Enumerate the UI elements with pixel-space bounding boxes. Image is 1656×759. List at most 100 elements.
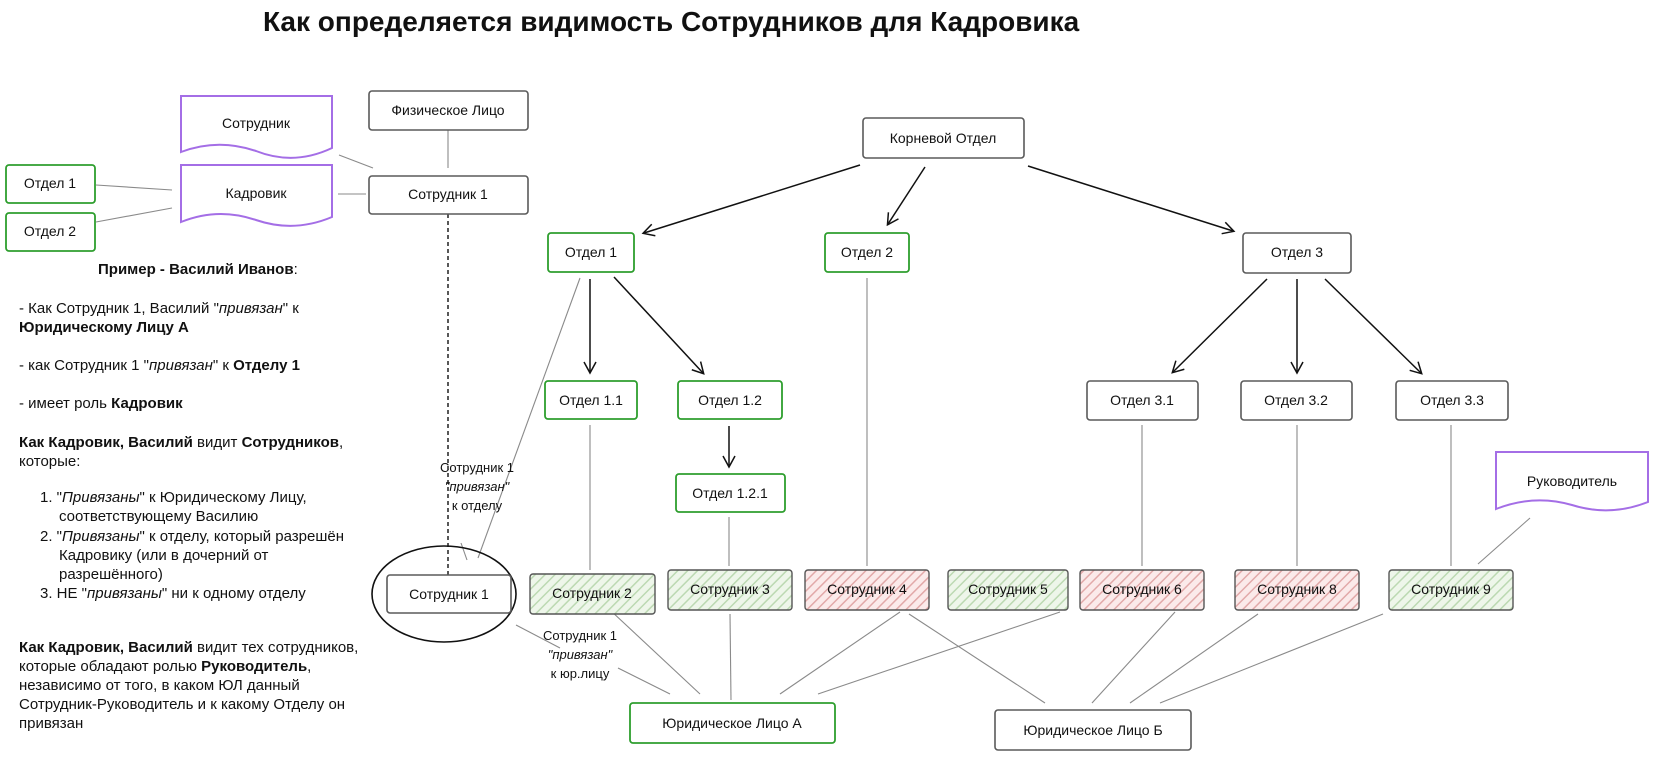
node-fiz-lico-label: Физическое Лицо (391, 102, 504, 118)
list-item-2-line3: разрешённого) (59, 566, 163, 583)
role-rukovoditel-label: Руководитель (1527, 473, 1617, 489)
connector-rukovoditel-s9 (1477, 517, 1531, 565)
node-left-sotrudnik1-label: Сотрудник 1 (408, 186, 488, 202)
node-otdel33[interactable]: Отдел 3.3 (1395, 380, 1509, 421)
role-kadrovik-shape (180, 164, 333, 227)
employee-sotrudnik8-box (1234, 569, 1360, 611)
node-otdel3[interactable]: Отдел 3 (1242, 232, 1352, 274)
role-kadrovik[interactable]: Кадровик (180, 164, 333, 227)
list-item-2-line2: Кадровику (или в дочерний от (59, 547, 269, 564)
arrows (583, 164, 1423, 469)
node-otdel11[interactable]: Отдел 1.1 (544, 380, 638, 420)
explanation-block: Пример - Василий Иванов: - Как Сотрудник… (19, 261, 358, 732)
employee-sotrudnik8[interactable]: Сотрудник 8 (1234, 569, 1360, 611)
node-otdel31-label: Отдел 3.1 (1110, 392, 1174, 408)
point3-line: - имеет роль Кадровик (19, 395, 183, 412)
employee-sotrudnik9-box (1388, 569, 1514, 611)
node-otdel2-label: Отдел 2 (841, 244, 893, 260)
node-otdel3-box (1242, 232, 1352, 274)
node-otdel1[interactable]: Отдел 1 (547, 232, 635, 273)
node-otdel11-box (544, 380, 638, 420)
role-sotrudnik-label: Сотрудник (222, 115, 291, 131)
point2-line: - как Сотрудник 1 "привязан" к Отделу 1 (19, 357, 300, 374)
connector-s1-jurA-a (515, 624, 561, 649)
role-rukovoditel[interactable]: Руководитель (1495, 451, 1649, 512)
employee-sotrudnik9[interactable]: Сотрудник 9 (1388, 569, 1514, 611)
node-otdel12[interactable]: Отдел 1.2 (677, 380, 783, 420)
arrow-otdel3-otdel33 (1324, 278, 1423, 375)
point1-text-b: " к (283, 300, 299, 317)
visibility2-line5: привязан (19, 715, 83, 732)
node-root-otdel-label: Корневой Отдел (890, 130, 997, 146)
visibility1-bold1: Как Кадровик, Василий (19, 434, 193, 451)
point2-text-b: " к (213, 357, 233, 374)
point1-line1: - Как Сотрудник 1, Василий "привязан" к (19, 300, 299, 317)
connector-s4-jurB (908, 613, 1046, 704)
node-left-sotrudnik1[interactable]: Сотрудник 1 (368, 175, 529, 215)
node-otdel33-box (1395, 380, 1509, 421)
list-item-2-line1: 2. "Привязаны" к отделу, который разрешё… (40, 528, 344, 545)
node-otdel2[interactable]: Отдел 2 (824, 232, 910, 273)
employee-sotrudnik2-box (529, 573, 656, 615)
connector-s1-otdel1 (477, 277, 581, 559)
node-root-otdel[interactable]: Корневой Отдел (862, 117, 1025, 159)
annotation-dept-binding: Сотрудник 1 "привязан" к отделу (440, 460, 514, 513)
node-otdel3-label: Отдел 3 (1271, 244, 1323, 260)
node-otdel32-box (1240, 380, 1353, 421)
node-fiz-lico[interactable]: Физическое Лицо (368, 90, 529, 131)
node-left-otdel2-box (5, 212, 96, 252)
employee-sotrudnik1-highlighted[interactable]: Сотрудник 1 (371, 545, 517, 643)
visibility1-tail: , (339, 434, 343, 451)
employee-sotrudnik3[interactable]: Сотрудник 3 (667, 569, 793, 611)
node-otdel31[interactable]: Отдел 3.1 (1086, 380, 1199, 421)
visibility2-line2-tail: , (307, 658, 311, 675)
role-sotrudnik[interactable]: Сотрудник (180, 95, 333, 159)
connector-s6-jurB (1091, 611, 1176, 704)
connector-sotrudnik-s1 (338, 154, 374, 169)
role-sotrudnik-shape (180, 95, 333, 159)
employee-sotrudnik1-label: Сотрудник 1 (409, 586, 489, 602)
example-heading-bold: Пример - Василий Иванов (98, 261, 294, 278)
node-left-sotrudnik1-box (368, 175, 529, 215)
node-left-otdel1[interactable]: Отдел 1 (5, 164, 96, 204)
legal-entity-a-box (629, 702, 836, 744)
connector-s8-jurB (1129, 613, 1259, 704)
list-item-1-line2: соответствующему Василию (59, 508, 258, 525)
employee-sotrudnik6-label: Сотрудник 6 (1102, 581, 1182, 597)
connector-otdel1-kadrovik (95, 184, 173, 191)
example-heading: Пример - Василий Иванов: (98, 261, 298, 278)
node-otdel12-box (677, 380, 783, 420)
legal-entity-b[interactable]: Юридическое Лицо Б (994, 709, 1192, 751)
annotation-dept-line2: "привязан" (445, 479, 511, 494)
role-kadrovik-label: Кадровик (225, 185, 287, 201)
node-otdel32[interactable]: Отдел 3.2 (1240, 380, 1353, 421)
visibility1-line2: которые: (19, 453, 80, 470)
list-item-3-line1: 3. НЕ "привязаны" ни к одному отделу (40, 585, 306, 602)
list-item-3-num: 3. НЕ " (40, 585, 87, 602)
employee-sotrudnik5-label: Сотрудник 5 (968, 581, 1048, 597)
point1-line2: Юридическому Лицу А (19, 319, 189, 336)
page-title: Как определяется видимость Сотрудников д… (263, 6, 1080, 37)
employee-sotrudnik6[interactable]: Сотрудник 6 (1079, 569, 1205, 611)
node-otdel1-label: Отдел 1 (565, 244, 617, 260)
list-item-2-rest: " к отделу, который разрешён (140, 528, 345, 545)
node-otdel1-box (547, 232, 635, 273)
visibility2-line2-text: которые обладают ролью (19, 658, 201, 675)
annotation-jur-line2: "привязан" (548, 647, 614, 662)
node-otdel121[interactable]: Отдел 1.2.1 (675, 473, 786, 513)
employee-sotrudnik2[interactable]: Сотрудник 2 (529, 573, 656, 615)
arrow-root-otdel1 (641, 164, 861, 237)
employee-sotrudnik5[interactable]: Сотрудник 5 (947, 569, 1069, 611)
employee-sotrudnik4[interactable]: Сотрудник 4 (804, 569, 930, 611)
role-rukovoditel-shape (1495, 451, 1649, 512)
employee-sotrudnik4-label: Сотрудник 4 (827, 581, 907, 597)
list-item-3-rest: " ни к одному отделу (162, 585, 306, 602)
annotation-dept-line3: к отделу (452, 498, 503, 513)
visibility1-mid: видит (193, 434, 242, 451)
node-left-otdel2[interactable]: Отдел 2 (5, 212, 96, 252)
point2-italic: привязан (149, 357, 213, 374)
legal-entity-a[interactable]: Юридическое Лицо А (629, 702, 836, 744)
employee-sotrudnik3-label: Сотрудник 3 (690, 581, 770, 597)
connector-annotation-dept (460, 542, 468, 561)
